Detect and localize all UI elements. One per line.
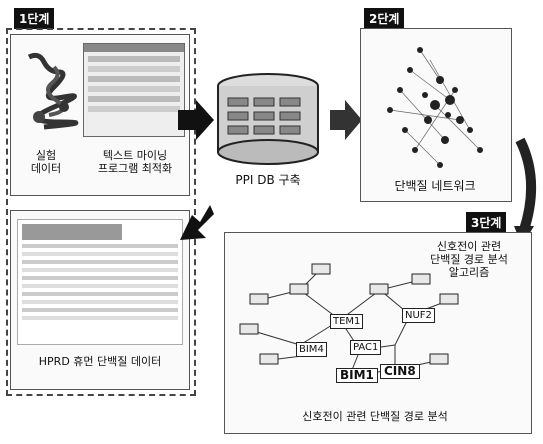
node-bim1: BIM1: [336, 368, 378, 383]
node-pac1: PAC1: [350, 340, 381, 355]
node-nuf2: NUF2: [402, 308, 435, 323]
node-cin8: CIN8: [380, 364, 420, 379]
stage3-caption: 신호전이 관련 단백질 경로 분석: [240, 410, 510, 423]
node-tem1: TEM1: [330, 314, 363, 329]
node-bim4: BIM4: [296, 342, 327, 357]
